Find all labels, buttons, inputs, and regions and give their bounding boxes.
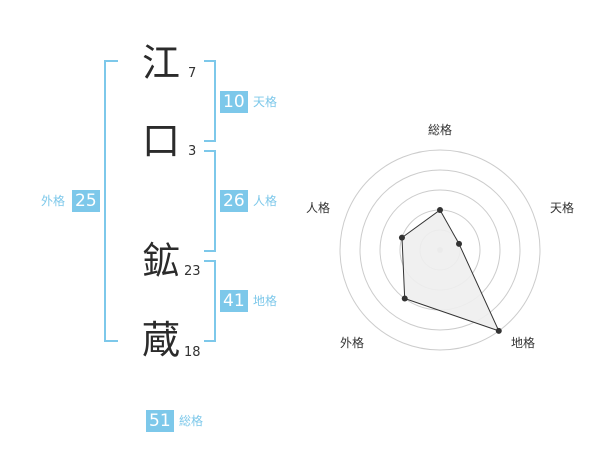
stroke-count-4: 18: [184, 345, 201, 360]
stroke-count-1: 7: [188, 66, 197, 81]
name-char-4: 蔵: [142, 318, 181, 362]
axis-label-tenkaku: 天格: [550, 200, 574, 215]
radar-area: [401, 209, 500, 332]
radar-point-4: [398, 234, 405, 241]
chikaku-value: 41: [220, 290, 248, 312]
axis-label-gaikaku: 外格: [340, 335, 364, 350]
chikaku-label: 地格: [253, 294, 278, 308]
axis-label-soukaku: 総格: [428, 122, 452, 137]
radar-ring-4: [359, 169, 521, 331]
jinkaku-value: 26: [220, 190, 248, 212]
gaikaku-bracket: [104, 60, 118, 342]
axis-label-jinkaku: 人格: [306, 200, 330, 215]
radar-point-3: [401, 295, 408, 302]
chikaku-bracket: [204, 260, 216, 342]
stroke-count-3: 23: [184, 264, 201, 279]
tenkaku-label: 天格: [253, 95, 278, 109]
gaikaku-label: 外格: [41, 194, 66, 208]
radar-ring-5: [339, 149, 541, 351]
soukaku-label: 総格: [179, 414, 204, 428]
radar-point-2: [495, 327, 502, 334]
name-char-3: 鉱: [142, 239, 181, 283]
jinkaku-bracket: [204, 150, 216, 252]
tenkaku-bracket: [204, 60, 216, 142]
gaikaku-value: 25: [72, 190, 100, 212]
jinkaku-label: 人格: [253, 194, 278, 208]
radar-point-1: [456, 240, 463, 247]
soukaku-value: 51: [146, 410, 174, 432]
stroke-count-2: 3: [188, 144, 197, 159]
name-char-1: 江: [142, 41, 181, 85]
radar-points: [398, 207, 502, 334]
radar-point-0: [437, 207, 443, 213]
name-char-2: 口: [142, 119, 181, 163]
tenkaku-value: 10: [220, 91, 248, 113]
axis-label-chikaku: 地格: [511, 335, 535, 350]
